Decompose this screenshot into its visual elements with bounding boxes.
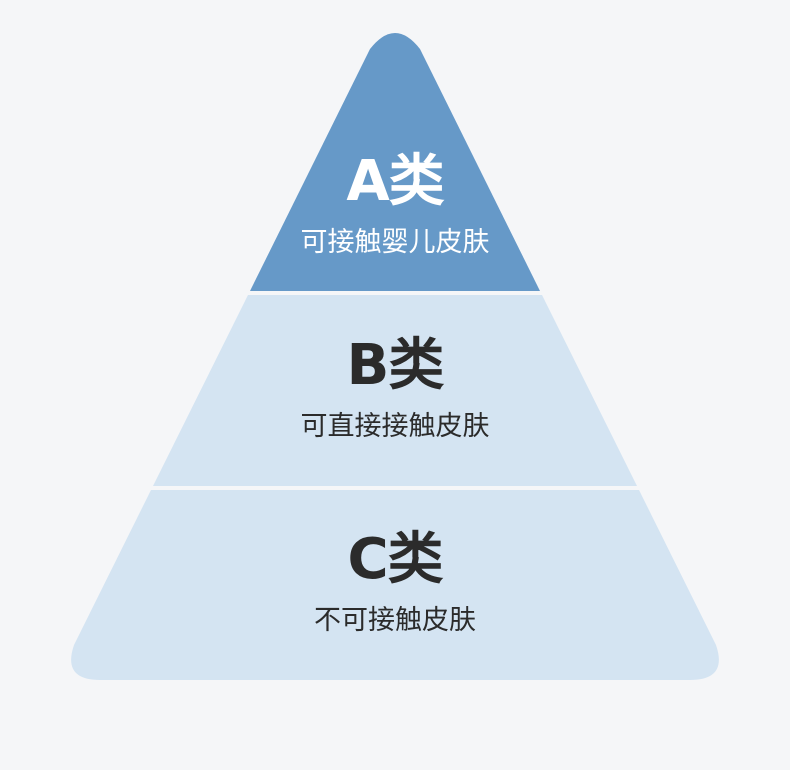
tier-b-title: B类 <box>346 333 445 398</box>
tier-c-shape <box>71 490 719 680</box>
tier-a-title: A类 <box>346 149 444 214</box>
tier-c-subtitle: 不可接触皮肤 <box>314 605 476 636</box>
tier-b-subtitle: 可直接接触皮肤 <box>300 411 490 442</box>
tier-b-shape <box>153 295 637 486</box>
tier-c-title: C类 <box>347 527 443 592</box>
tier-a-subtitle: 可接触婴儿皮肤 <box>300 227 490 258</box>
tier-a-shape <box>250 33 540 291</box>
